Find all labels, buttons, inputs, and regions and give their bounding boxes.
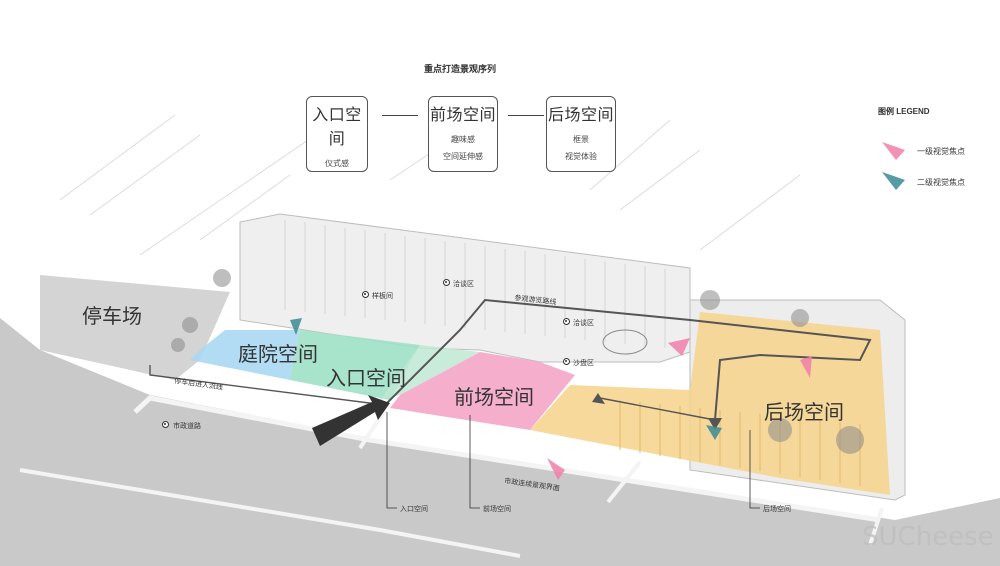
- back-zone-route: [599, 397, 716, 421]
- place-label-negotiation-top: 洽谈区: [453, 281, 474, 288]
- road-lane-4: [606, 460, 642, 504]
- sequence-box-entrance: 入口空间 仪式感: [306, 96, 368, 172]
- legend-title: 图例 LEGEND: [878, 107, 930, 116]
- callout-label-entrance: 入口空间: [400, 506, 428, 513]
- location-dot-icon: [563, 358, 570, 365]
- visitor-route-arrow: [708, 418, 722, 430]
- legend-item-secondary: 二级视觉焦点: [917, 178, 965, 187]
- zone-front: [390, 352, 575, 430]
- focus-cone-primary-2: [668, 338, 690, 356]
- sequence-connector-2: [508, 115, 544, 116]
- sequence-note: 框景 视觉体验: [547, 131, 615, 165]
- sequence-box-back: 后场空间 框景 视觉体验: [546, 96, 616, 172]
- place-label-display: 样板间: [372, 293, 393, 300]
- road-lane-2: [19, 468, 521, 558]
- place-label-sand-table: 沙盘区: [573, 360, 594, 367]
- sequence-note: 仪式感: [325, 159, 349, 168]
- focus-cone-primary-1: [547, 458, 565, 480]
- zone-label-courtyard: 庭院空间: [238, 344, 318, 366]
- sequence-note-line: 趣味感: [451, 135, 475, 144]
- zone-courtyard-green: [290, 330, 420, 400]
- location-dot-icon: [443, 279, 450, 286]
- trees: [171, 269, 864, 454]
- sequence-note-line: 空间延伸感: [443, 152, 483, 161]
- entrance-arrow: [312, 395, 390, 446]
- back-zone-slats: [619, 400, 861, 486]
- legend-item-primary: 一级视觉焦点: [917, 147, 965, 156]
- parking-lot: [40, 275, 230, 380]
- zone-label-entrance: 入口空间: [326, 368, 406, 390]
- callout-label-front: 前场空间: [483, 506, 511, 513]
- zone-label-back: 后场空间: [764, 402, 844, 424]
- sequence-name: 入口空间: [312, 107, 362, 148]
- parking-walk-route: [149, 365, 386, 406]
- sequence-note-line: 框景: [573, 135, 589, 144]
- location-dot-icon: [362, 291, 369, 298]
- back-zone-route-arrow: [592, 393, 605, 404]
- callout-leaders: [386, 412, 760, 509]
- road-lane-3: [358, 408, 387, 450]
- round-feature: [602, 329, 648, 355]
- focus-cone-secondary-1: [290, 318, 302, 335]
- sequence-name: 前场空间: [429, 107, 496, 124]
- road-lane-5: [868, 507, 884, 546]
- callout-label-back: 后场空间: [763, 506, 791, 513]
- focus-cone-secondary-2: [706, 425, 722, 440]
- visitor-route: [384, 298, 872, 421]
- sequence-name: 后场空间: [547, 107, 614, 124]
- sequence-note-line: 视觉体验: [565, 152, 597, 161]
- location-dot-icon: [563, 318, 570, 325]
- location-dot-icon: [162, 421, 169, 428]
- zone-label-front: 前场空间: [454, 387, 534, 409]
- place-label-negotiation: 洽谈区: [573, 320, 594, 327]
- sequence-note: 趣味感 空间延伸感: [429, 131, 497, 165]
- legend-primary-cone: [882, 142, 905, 160]
- zone-label-parking: 停车场: [82, 306, 142, 328]
- sequence-title: 重点打造景观序列: [423, 64, 496, 74]
- sequence-connector-1: [382, 115, 418, 116]
- zone-courtyard-blue: [190, 330, 300, 380]
- sequence-box-front: 前场空间 趣味感 空间延伸感: [428, 96, 498, 172]
- focus-cone-primary-3: [800, 356, 812, 378]
- watermark-logo: SUCheese: [862, 522, 994, 552]
- place-label-municipal-road: 市政道路: [173, 423, 201, 430]
- legend-secondary-cone: [882, 172, 905, 190]
- focus-cones: [290, 318, 812, 480]
